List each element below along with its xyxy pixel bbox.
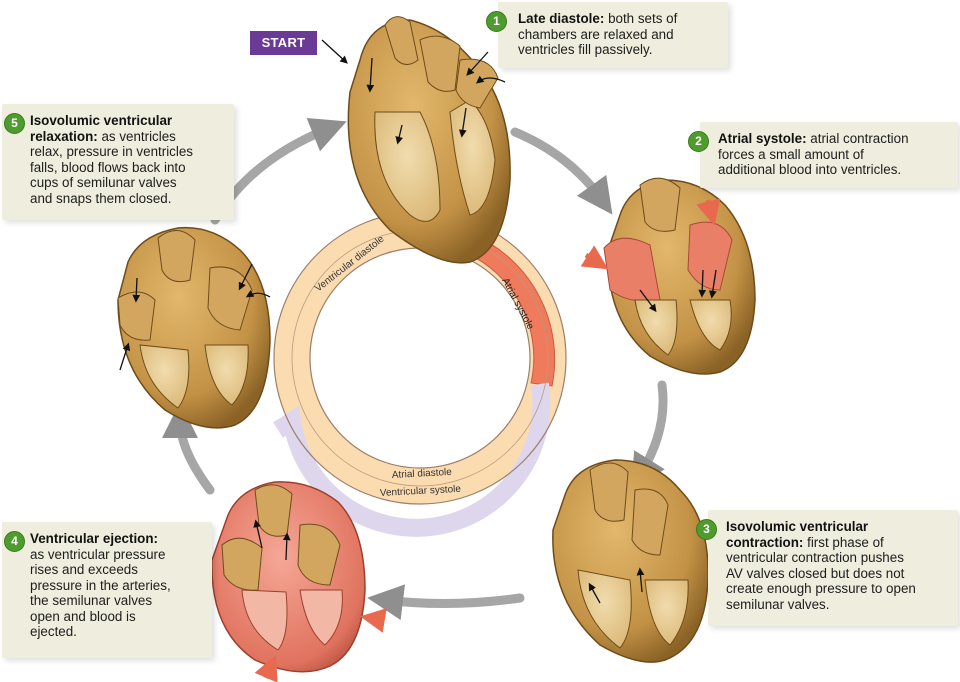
step-4-title: Ventricular ejection: <box>30 531 158 546</box>
step-3-number: 3 <box>696 519 717 540</box>
label-ventricular-systole: Ventricular systole <box>380 484 462 499</box>
step-1-line-3: ventricles fill passively. <box>518 42 653 57</box>
step-2-line-1: atrial contraction <box>810 131 909 146</box>
step-4-line-4: the semilunar valves <box>30 593 153 608</box>
callout-step-3: 3 Isovolumic ventricular contraction: fi… <box>696 510 958 626</box>
step-2-line-2: forces a small amount of <box>718 146 864 162</box>
step-3-title-line-1: Isovolumic ventricular <box>726 519 869 534</box>
step-3-line-4: create enough pressure to open <box>726 581 916 596</box>
step-1-line-2: chambers are relaxed and <box>518 26 674 42</box>
label-atrial-diastole: Atrial diastole <box>392 467 453 481</box>
step-1-line-1: both sets of <box>608 11 678 26</box>
step-3-line-5: semilunar valves. <box>726 596 830 612</box>
start-badge: START <box>250 31 317 55</box>
arrow-3-to-4 <box>367 584 525 621</box>
step-5-number: 5 <box>4 113 25 134</box>
step-5-line-3: falls, blood flows back into <box>30 159 186 175</box>
step-4-line-3: pressure in the arteries, <box>30 577 171 593</box>
heart-isovolumic-relaxation <box>117 226 271 429</box>
step-3-line-2: ventricular contraction pushes <box>726 550 904 565</box>
step-5-line-1: as ventricles <box>101 128 176 144</box>
step-3-line-3: AV valves closed but does not <box>726 565 905 581</box>
heart-isovolumic-contraction <box>552 459 709 663</box>
step-5-line-4: cups of semilunar valves <box>30 175 177 190</box>
step-5-title-line-2: relaxation: <box>30 128 98 144</box>
callout-step-5: 5 Isovolumic ventricular relaxation: as … <box>2 104 234 220</box>
step-4-line-6: ejected. <box>30 624 77 639</box>
cycle-ring: Ventricular diastole Atrial systole Atri… <box>273 211 567 537</box>
step-2-line-3: additional blood into ventricles. <box>718 162 902 177</box>
arrow-4-to-5 <box>162 402 215 495</box>
callout-step-4: 4 Ventricular ejection: as ventricular p… <box>2 522 212 658</box>
ventricular-systole-band <box>273 382 551 537</box>
step-2-title: Atrial systole: <box>718 131 807 146</box>
step-3-line-1: first phase of <box>807 534 884 550</box>
step-1-title: Late diastole: <box>518 11 605 26</box>
heart-atrial-systole <box>580 177 756 375</box>
step-4-line-1: as ventricular pressure <box>30 546 166 562</box>
step-5-title-line-1: Isovolumic ventricular <box>30 113 173 128</box>
callout-step-1: 1 Late diastole: both sets of chambers a… <box>486 2 728 68</box>
step-4-line-2: rises and exceeds <box>30 562 138 577</box>
step-4-line-5: open and blood is <box>30 608 136 624</box>
arrow-2-to-3 <box>630 380 668 491</box>
step-1-number: 1 <box>486 11 507 32</box>
step-3-title-line-2: contraction: <box>726 534 804 550</box>
arrow-1-to-2 <box>510 127 613 215</box>
step-5-line-2: relax, pressure in ventricles <box>30 144 193 159</box>
heart-ventricular-ejection <box>211 481 387 682</box>
heart-late-diastole <box>321 16 511 264</box>
callout-step-2: 2 Atrial systole: atrial contraction for… <box>688 122 958 188</box>
step-5-line-5: and snaps them closed. <box>30 190 172 206</box>
step-2-number: 2 <box>688 131 709 152</box>
step-4-number: 4 <box>4 531 25 552</box>
